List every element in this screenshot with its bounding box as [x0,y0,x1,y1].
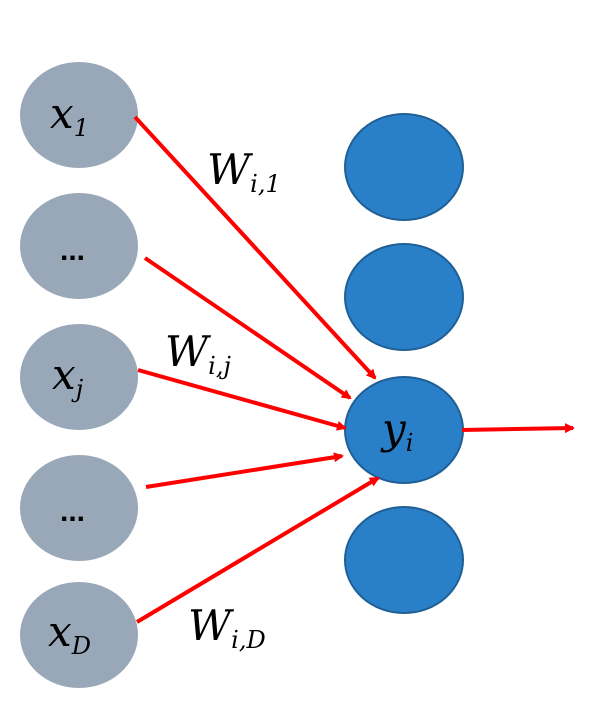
input-node-1 [20,62,138,168]
input-layer [20,62,138,688]
unit-node-4 [344,506,464,614]
input-node-3 [20,324,138,430]
input-node-2 [20,193,138,299]
edge-x4-to-yi [145,452,344,489]
input-node-5 [20,582,138,688]
input-ellipsis-2: ... [60,495,85,528]
output-label-yi: yi [380,404,413,457]
weighted-edges [133,115,575,624]
weight-label-iD: Wi,D [188,601,266,654]
weight-label-ij: Wi,j [165,327,231,380]
edge-x2-to-yi [143,256,352,400]
output-edge [461,423,575,434]
edge-xD-to-yi [135,476,380,624]
input-label-j: xj [52,350,84,403]
input-ellipsis-1: ... [60,234,85,267]
unit-node-1 [344,113,464,221]
edge-x1-to-yi [133,115,377,380]
output-layer [344,113,464,614]
input-label-1: x1 [50,89,89,142]
input-node-4 [20,455,138,561]
unit-node-2 [344,243,464,351]
edge-xj-to-yi [137,368,347,431]
input-label-D: xD [48,607,91,660]
weight-label-i1: Wi,1 [207,145,281,198]
